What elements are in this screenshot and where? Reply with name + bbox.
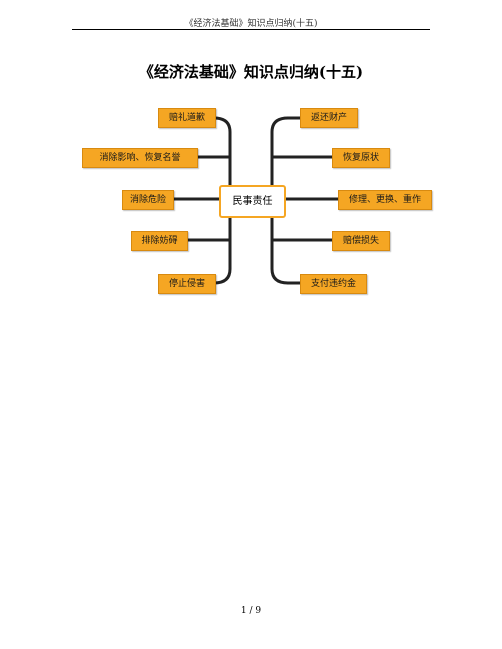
right-node-5: 支付违约金 [300,274,367,294]
right-node-4: 赔偿损失 [332,231,390,251]
right-node-3: 修理、更换、重作 [338,190,432,210]
page-number: 1 / 9 [240,606,262,616]
center-node: 民事责任 [219,185,286,218]
header-rule [72,29,430,30]
right-node-1: 返还财产 [300,108,358,128]
page-header: 《经济法基础》知识点归纳(十五) [184,19,318,29]
left-node-1: 赔礼道歉 [158,108,216,128]
right-node-2: 恢复原状 [332,148,390,168]
left-node-3: 消除危险 [122,190,174,210]
left-node-5: 停止侵害 [158,274,216,294]
left-node-2: 消除影响、恢复名誉 [82,148,198,168]
left-node-4: 排除妨碍 [131,231,188,251]
page-title: 《经济法基础》知识点归纳(十五) [138,63,364,81]
